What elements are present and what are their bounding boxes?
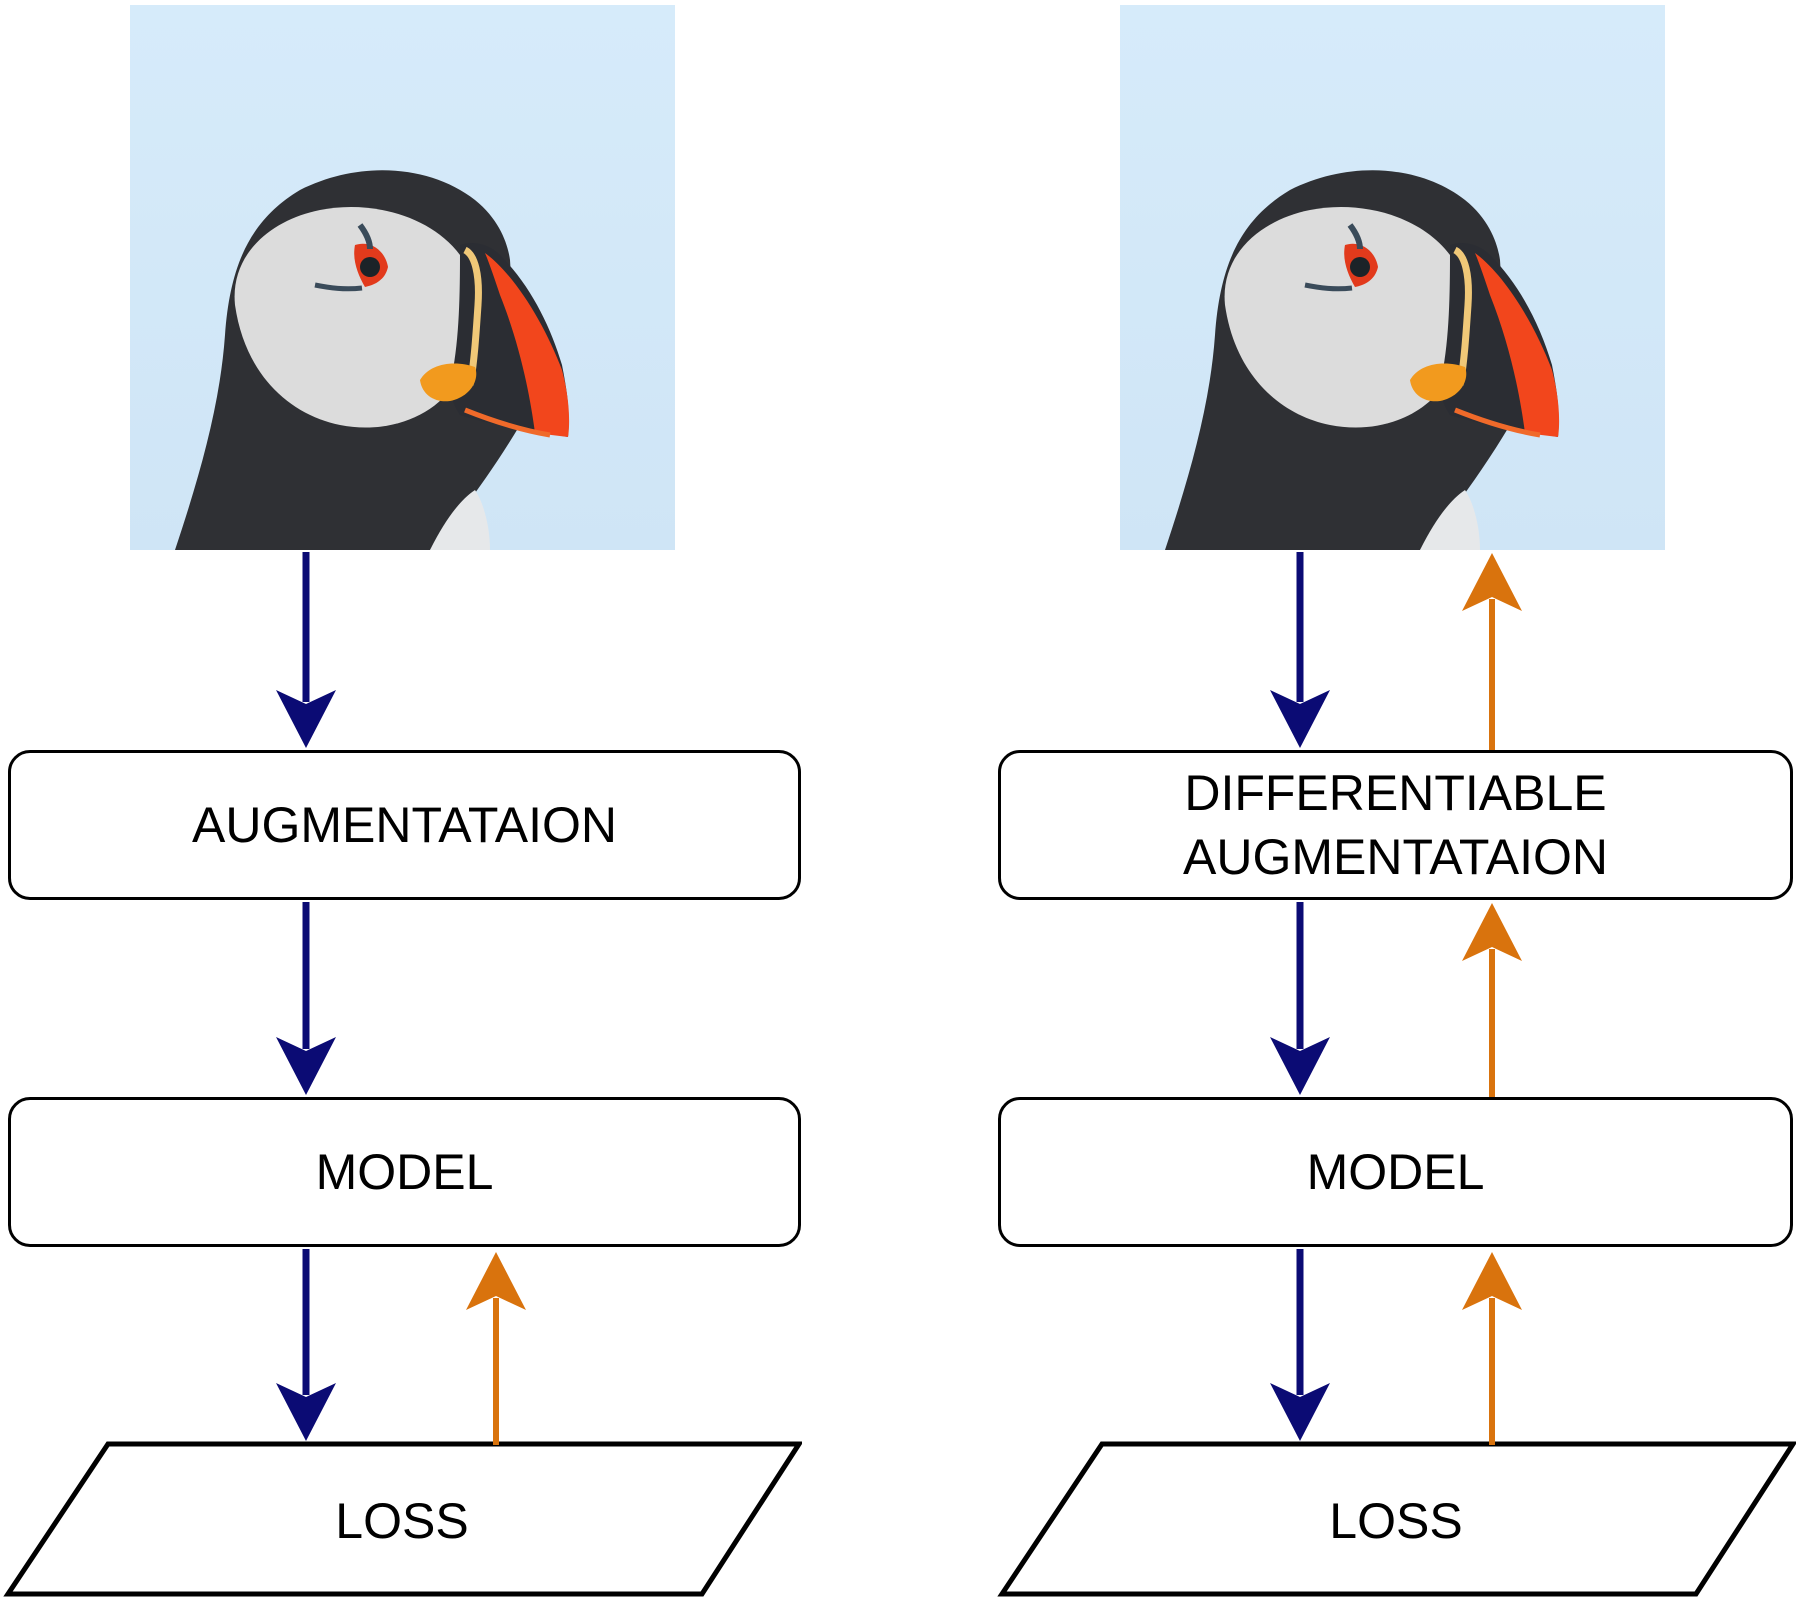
right-puffin-image [1120,5,1665,550]
right-loss-shape [997,1441,1796,1597]
right-loss-label: LOSS [1329,1493,1463,1549]
right-loss-parallelogram: LOSS [996,1441,1796,1601]
left-loss-label: LOSS [335,1493,469,1549]
left-arrow-loss-to-model [466,1252,526,1445]
right-diff-augmentation-box: DIFFERENTIABLE AUGMENTATAION [998,750,1793,900]
right-arrow-model-to-loss [1270,1249,1330,1441]
right-arrow-model-to-augmentation [1462,903,1522,1097]
right-model-box: MODEL [998,1097,1793,1247]
left-augmentation-box: AUGMENTATAION [8,750,801,900]
right-diff-augmentation-label-line1: DIFFERENTIABLE [1184,765,1607,821]
left-arrow-image-to-augmentation [276,552,336,748]
right-arrow-augmentation-to-image [1462,553,1522,750]
right-model-label: MODEL [1306,1144,1485,1200]
left-arrow-augmentation-to-model [276,902,336,1095]
left-arrow-model-to-loss [276,1249,336,1441]
right-arrow-augmentation-to-model [1270,902,1330,1095]
left-model-box: MODEL [8,1097,801,1247]
right-diff-augmentation-label-line2: AUGMENTATAION [1183,829,1608,885]
left-model-label: MODEL [315,1144,494,1200]
right-arrow-image-to-augmentation [1270,552,1330,748]
left-augmentation-label: AUGMENTATAION [192,797,617,853]
left-puffin-image [130,5,675,550]
left-loss-shape [3,1441,802,1597]
left-loss-parallelogram: LOSS [2,1441,802,1601]
right-arrow-loss-to-model [1462,1252,1522,1445]
